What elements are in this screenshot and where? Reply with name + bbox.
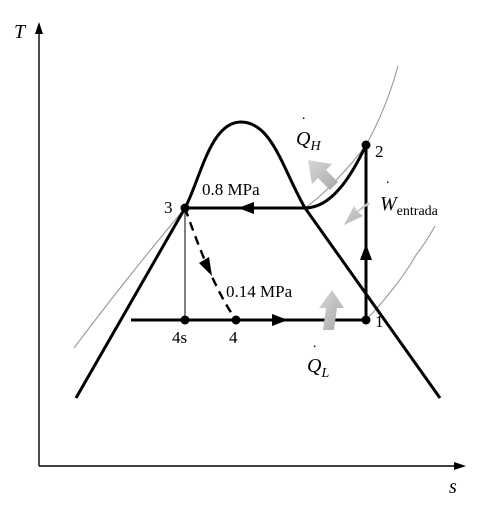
pressure-label-low: 0.14 MPa: [226, 282, 293, 301]
state-label-4: 4: [229, 328, 238, 347]
condensation-arrowhead: [238, 202, 254, 214]
t-axis-label: T: [14, 21, 27, 43]
qh-label: QH: [296, 128, 321, 154]
state-label-2: 2: [375, 142, 384, 161]
evaporation-arrowhead: [272, 314, 288, 326]
work-in-arrow: [344, 202, 370, 225]
heat-in-arrow: [319, 290, 344, 330]
throttling-arrowhead: [199, 257, 212, 276]
state-point-3: [180, 203, 190, 213]
state-label-4s: 4s: [172, 328, 187, 347]
state-label-1: 1: [375, 312, 384, 331]
s-axis-arrowhead: [454, 462, 466, 470]
state-point-2: [361, 140, 371, 150]
condensation-line: [185, 144, 368, 210]
ql-label: QL: [307, 355, 329, 381]
ql-dot: ˙: [312, 343, 317, 360]
qh-dot: ˙: [301, 115, 306, 132]
saturation-dome: [74, 120, 442, 399]
isobar-high-gray: [73, 65, 399, 349]
s-axis-label: s: [449, 476, 457, 498]
heat-out-arrow: [308, 160, 338, 190]
state-point-4s: [180, 315, 190, 325]
compression-arrowhead: [360, 244, 372, 260]
state-label-3: 3: [164, 198, 173, 217]
throttling-line: [183, 207, 237, 321]
state-point-1: [361, 315, 371, 325]
state-point-4: [231, 315, 241, 325]
pressure-label-high: 0.8 MPa: [202, 180, 260, 199]
work-label: Wentrada: [380, 193, 439, 219]
work-dot: ˙: [385, 179, 390, 196]
isobar-low-gray: [131, 225, 436, 321]
t-axis-arrowhead: [35, 22, 43, 34]
